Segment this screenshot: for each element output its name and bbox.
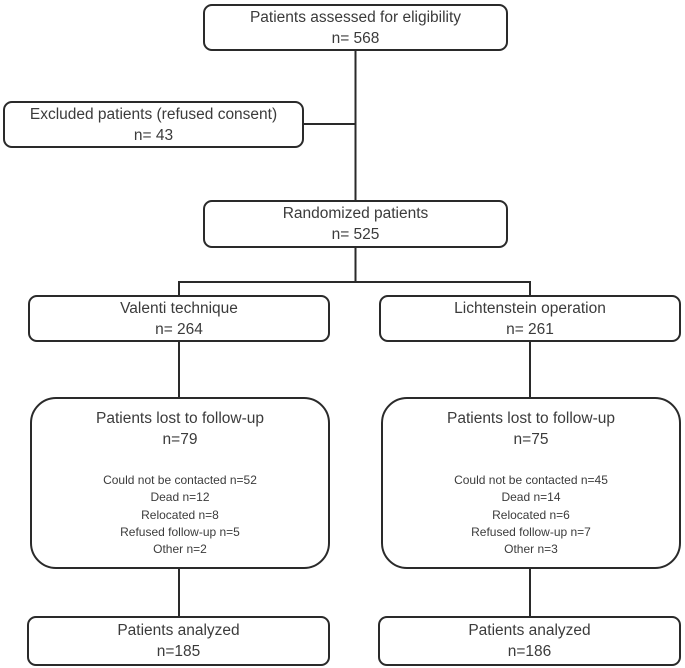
eligibility-box: Patients assessed for eligibility n= 568 xyxy=(203,4,508,51)
node-count: n=185 xyxy=(156,643,201,660)
node-label: Patients analyzed xyxy=(468,622,591,639)
detail-line: Relocated n=6 xyxy=(492,507,570,522)
node-count: n= 525 xyxy=(331,226,380,243)
node-count: n= 264 xyxy=(155,320,203,338)
detail-line: Other n=3 xyxy=(504,542,558,557)
analyzed-lichtenstein-box: Patients analyzed n=186 xyxy=(378,616,681,666)
excluded-box: Excluded patients (refused consent) n= 4… xyxy=(3,101,304,148)
detail-line: Could not be contacted n=45 xyxy=(454,473,608,487)
node-count: n= 261 xyxy=(506,320,554,338)
randomized-box: Randomized patients n= 525 xyxy=(203,200,508,248)
node-count: n= 43 xyxy=(133,126,174,144)
node-label: Patients lost to follow-up xyxy=(446,410,615,427)
node-label: Valenti technique xyxy=(120,299,238,317)
detail-line: Could not be contacted n=52 xyxy=(103,473,257,487)
node-label: Excluded patients (refused consent) xyxy=(29,105,278,123)
valenti-arm-box: Valenti technique n= 264 xyxy=(28,295,330,342)
lost-reasons-list: Could not be contacted n=52 Dead n=12 Re… xyxy=(103,472,257,558)
detail-line: Relocated n=8 xyxy=(141,507,219,522)
node-label: Randomized patients xyxy=(282,205,429,222)
detail-line: Refused follow-up n=7 xyxy=(471,524,591,539)
detail-line: Refused follow-up n=5 xyxy=(120,524,240,539)
node-count: n=79 xyxy=(162,431,198,448)
detail-line: Dead n=14 xyxy=(501,490,561,505)
node-label: Lichtenstein operation xyxy=(454,299,606,317)
node-count: n=186 xyxy=(507,643,552,660)
node-label: Patients analyzed xyxy=(117,622,240,639)
lost-reasons-list: Could not be contacted n=45 Dead n=14 Re… xyxy=(454,472,608,558)
lost-followup-valenti-box: Patients lost to follow-up n=79 Could no… xyxy=(30,397,330,569)
lost-followup-lichtenstein-box: Patients lost to follow-up n=75 Could no… xyxy=(381,397,681,569)
node-count: n=75 xyxy=(513,431,549,448)
lichtenstein-arm-box: Lichtenstein operation n= 261 xyxy=(379,295,681,342)
detail-line: Other n=2 xyxy=(153,542,207,557)
detail-line: Dead n=12 xyxy=(150,490,210,505)
node-label: Patients assessed for eligibility xyxy=(249,8,462,26)
node-count: n= 568 xyxy=(331,29,380,47)
node-label: Patients lost to follow-up xyxy=(95,410,264,427)
analyzed-valenti-box: Patients analyzed n=185 xyxy=(27,616,330,666)
